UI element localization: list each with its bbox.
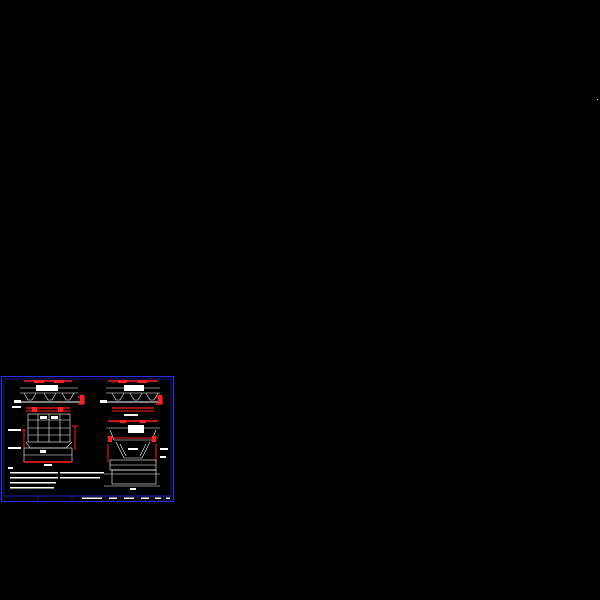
label-tick xyxy=(160,448,168,450)
base-slab xyxy=(111,469,157,485)
label-tick xyxy=(12,406,21,408)
level-box xyxy=(108,436,112,442)
dimension-marker xyxy=(34,380,44,383)
notes-heading xyxy=(8,467,13,469)
sheet-border xyxy=(1,376,174,502)
dimension-marker xyxy=(120,420,126,423)
view-caption xyxy=(44,464,52,466)
cap-block xyxy=(128,425,144,433)
dimension-marker xyxy=(138,380,147,383)
title-cell xyxy=(141,497,149,499)
pier-heads xyxy=(23,392,75,401)
pier-heads xyxy=(111,392,159,401)
title-cell xyxy=(155,497,161,499)
label-tick xyxy=(100,400,107,403)
dimension-marker xyxy=(118,380,127,383)
deck-block xyxy=(124,385,144,391)
side-view[interactable] xyxy=(100,380,168,490)
front-view[interactable] xyxy=(8,380,85,466)
crosshair-tick xyxy=(597,99,598,100)
label-tick xyxy=(8,447,21,449)
side-marker-fill xyxy=(158,395,162,404)
title-cell xyxy=(124,497,134,499)
footing-slope xyxy=(25,441,73,449)
level-box xyxy=(32,407,37,412)
side-marker-fill xyxy=(80,395,84,404)
level-box xyxy=(58,407,63,412)
label-tick xyxy=(14,400,21,403)
title-block[interactable] xyxy=(4,495,171,501)
note-line xyxy=(10,487,54,489)
footing-label xyxy=(40,450,46,453)
note-line xyxy=(10,472,58,474)
cap-shape xyxy=(109,429,157,441)
note-line xyxy=(10,477,58,479)
notes-block xyxy=(8,467,104,489)
note-line xyxy=(60,472,104,474)
deck-block xyxy=(36,385,58,391)
dimension-marker xyxy=(140,420,146,423)
view-caption xyxy=(130,488,136,490)
pier-inner xyxy=(119,443,147,457)
pier-taper xyxy=(115,441,151,459)
title-cell xyxy=(109,497,117,499)
note-line xyxy=(60,477,100,479)
sheet-number xyxy=(166,497,170,499)
label-tick xyxy=(8,429,21,431)
label-tick xyxy=(160,456,166,458)
grid-label xyxy=(51,416,58,419)
grid-label xyxy=(40,416,47,419)
note-line xyxy=(10,482,56,484)
drawing-title xyxy=(82,497,102,499)
dimension-marker xyxy=(54,380,64,383)
level-box xyxy=(152,436,156,442)
section-caption xyxy=(124,414,138,416)
pier-label xyxy=(128,448,138,450)
